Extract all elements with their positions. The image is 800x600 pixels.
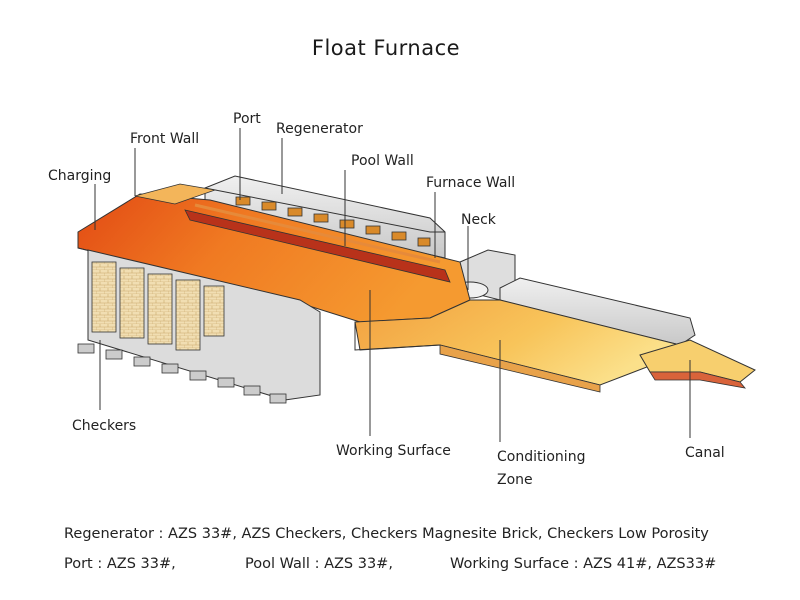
- leader-lines: [94, 128, 691, 442]
- label-front-wall: Front Wall: [130, 131, 199, 147]
- note-pool-wall: Pool Wall : AZS 33#,: [245, 556, 393, 572]
- label-regenerator: Regenerator: [276, 121, 363, 137]
- label-canal: Canal: [685, 445, 725, 461]
- note-working-surface: Working Surface : AZS 41#, AZS33#: [450, 556, 717, 572]
- label-furnace-wall: Furnace Wall: [426, 175, 515, 191]
- label-neck: Neck: [461, 212, 497, 228]
- note-regenerator: Regenerator : AZS 33#, AZS Checkers, Che…: [64, 526, 709, 542]
- label-checkers: Checkers: [72, 418, 136, 434]
- regenerator-block: [204, 175, 446, 259]
- label-port: Port: [233, 111, 261, 127]
- label-conditioning-zone-line1: Conditioning: [497, 449, 585, 465]
- label-pool-wall: Pool Wall: [351, 153, 414, 169]
- label-charging: Charging: [48, 168, 111, 184]
- label-conditioning-zone-line2: Zone: [497, 472, 533, 488]
- label-working-surface: Working Surface: [336, 443, 451, 459]
- burner-nozzles: [77, 343, 287, 404]
- canal: [639, 339, 756, 389]
- port-openings: [235, 196, 431, 247]
- note-port: Port : AZS 33#,: [64, 556, 176, 572]
- checkers-block: [77, 249, 321, 404]
- page-title: Float Furnace: [311, 36, 461, 60]
